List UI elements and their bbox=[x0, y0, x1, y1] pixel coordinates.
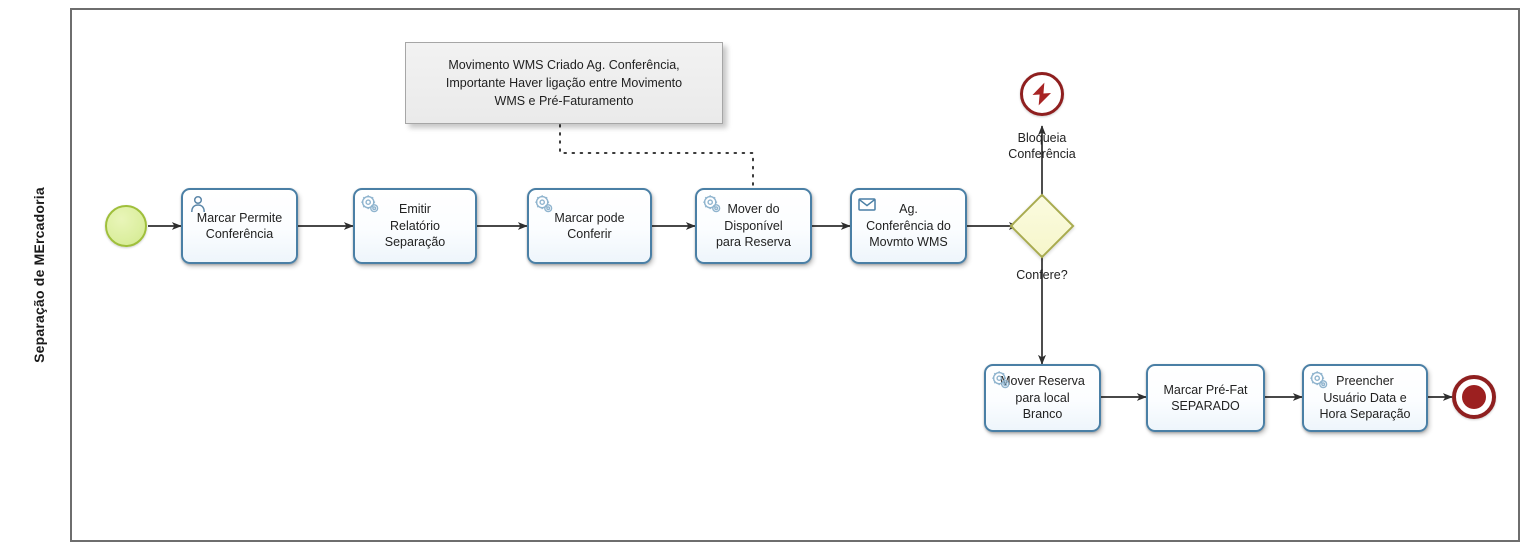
end-event[interactable] bbox=[1452, 375, 1496, 419]
task-label: Marcar Pré-Fat SEPARADO bbox=[1163, 382, 1248, 414]
task-marcar-pre-fat-separado[interactable]: Marcar Pré-Fat SEPARADO bbox=[1146, 364, 1265, 432]
task-ag-conferencia-do-movmto-wms[interactable]: Ag. Conferência do Movmto WMS bbox=[850, 188, 967, 264]
task-label: Marcar pode Conferir bbox=[554, 210, 625, 242]
escalation-end-event[interactable] bbox=[1020, 72, 1064, 116]
end-event-core bbox=[1462, 385, 1486, 409]
task-label: Ag. Conferência do Movmto WMS bbox=[866, 202, 951, 250]
task-label: Mover do Disponível para Reserva bbox=[715, 202, 792, 250]
task-marcar-permite-conferencia[interactable]: Marcar Permite Conferência bbox=[181, 188, 298, 264]
task-emitir-relatorio-separacao[interactable]: Emitir Relatório Separação bbox=[353, 188, 477, 264]
text-annotation-label: Movimento WMS Criado Ag. Conferência, Im… bbox=[445, 57, 683, 109]
text-annotation: Movimento WMS Criado Ag. Conferência, Im… bbox=[405, 42, 723, 124]
task-label: Marcar Permite Conferência bbox=[196, 210, 283, 242]
gateway-label: Confere? bbox=[1016, 268, 1068, 282]
task-marcar-pode-conferir[interactable]: Marcar pode Conferir bbox=[527, 188, 652, 264]
task-label: Mover Reserva para local Branco bbox=[1000, 374, 1085, 422]
escalation-end-event-label: Bloqueia Conferência bbox=[1008, 131, 1076, 162]
escalation-bolt-icon bbox=[1032, 82, 1052, 106]
task-label: Emitir Relatório Separação bbox=[384, 202, 446, 250]
task-preencher-usuario-data-hora-separacao[interactable]: Preencher Usuário Data e Hora Separação bbox=[1302, 364, 1428, 432]
process-pool-frame bbox=[8, 8, 1520, 542]
start-event[interactable] bbox=[105, 205, 147, 247]
task-mover-do-disponivel-para-reserva[interactable]: Mover do Disponível para Reserva bbox=[695, 188, 812, 264]
lane-header: Separação de MErcadoria bbox=[8, 8, 72, 542]
service-task-gear-icon bbox=[360, 194, 380, 214]
lane-label: Separação de MErcadoria bbox=[31, 187, 47, 363]
task-mover-reserva-para-local-branco[interactable]: Mover Reserva para local Branco bbox=[984, 364, 1101, 432]
task-label: Preencher Usuário Data e Hora Separação bbox=[1319, 374, 1411, 422]
